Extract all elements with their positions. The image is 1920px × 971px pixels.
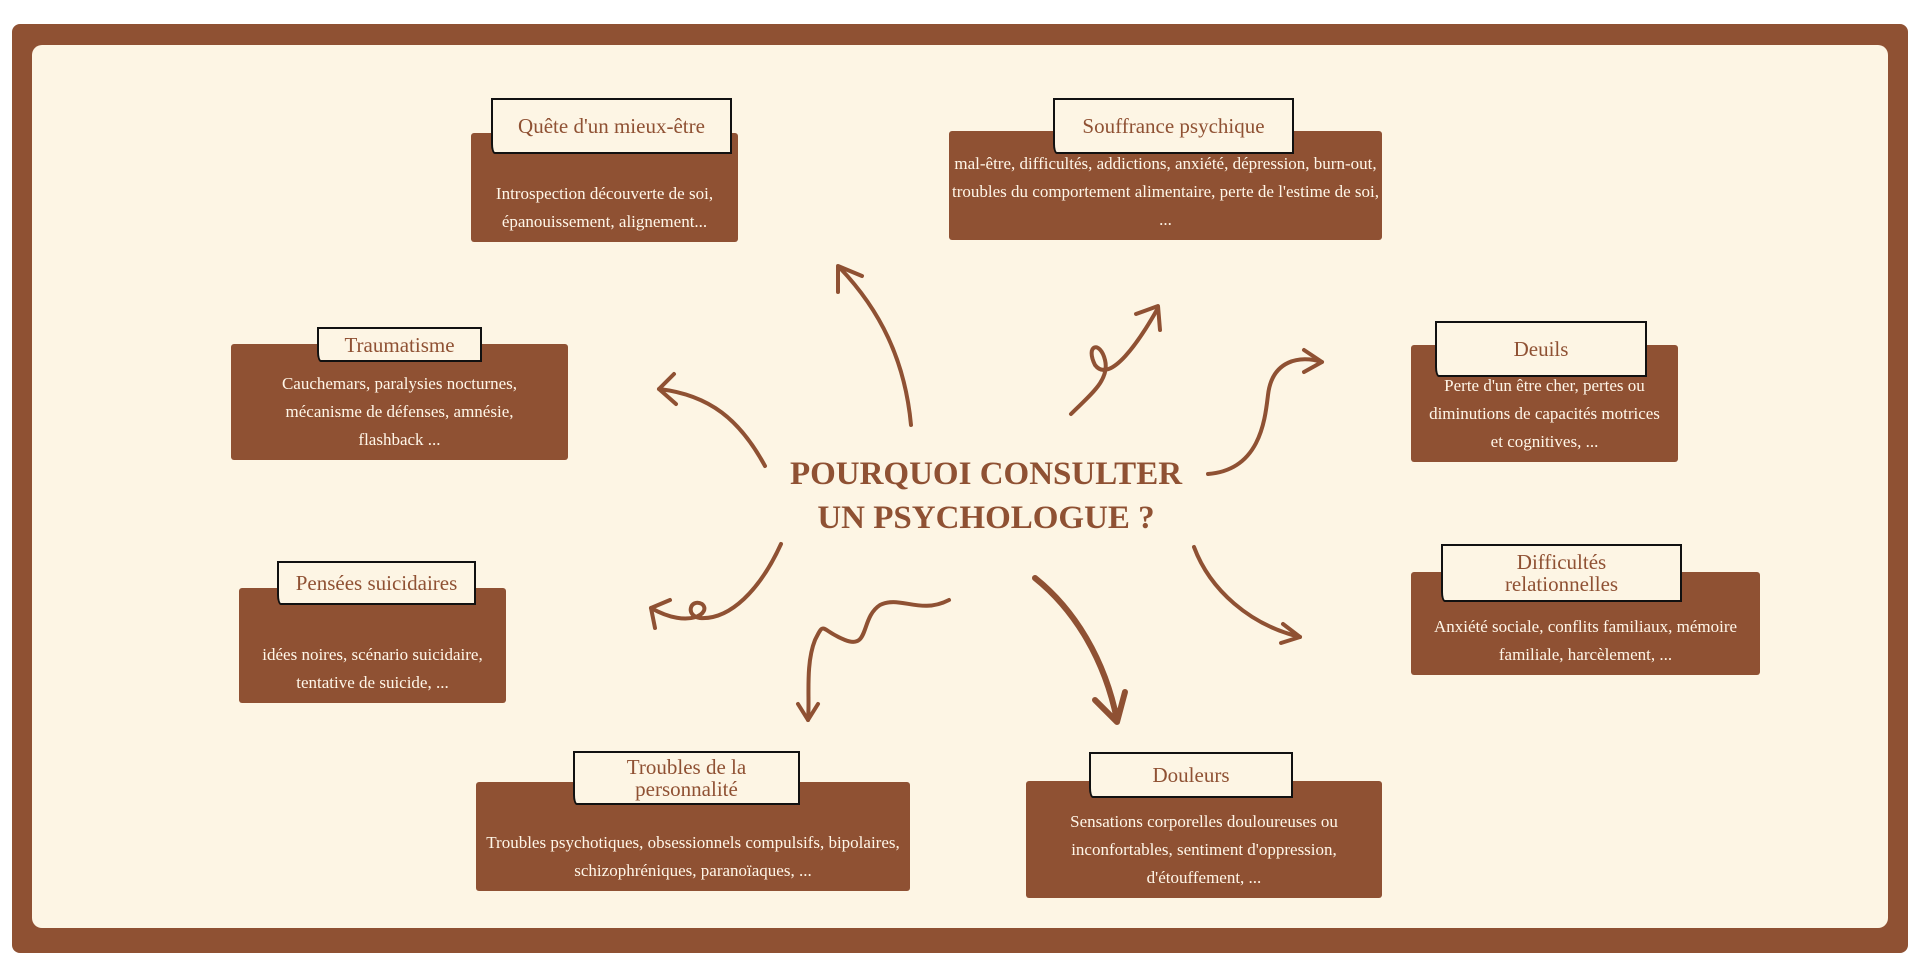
topic-douleurs-box: Sensations corporelles douloureuses ou i…	[1026, 781, 1382, 898]
topic-deuils-title: Deuils	[1435, 321, 1647, 377]
topic-difficultes-title: Difficultés relationnelles	[1441, 544, 1682, 602]
title-line-2: UN PSYCHOLOGUE ?	[817, 500, 1155, 536]
central-title: POURQUOI CONSULTER UN PSYCHOLOGUE ?	[736, 452, 1236, 540]
topic-text: Cauchemars, paralysies nocturnes, mécani…	[281, 374, 518, 449]
arrow-to-difficultes	[1192, 545, 1302, 645]
topic-traumatisme-title: Traumatisme	[317, 327, 482, 362]
topic-text: Sensations corporelles douloureuses ou i…	[1070, 812, 1338, 887]
arrow-to-traumatisme	[657, 372, 767, 468]
arrow-to-souffrance	[1069, 304, 1162, 416]
arrow-to-pensees	[649, 542, 783, 630]
topic-text: Anxiété sociale, conflits familiaux, mém…	[1433, 617, 1738, 664]
arrow-to-quete	[836, 264, 913, 427]
topic-pensees-title: Pensées suicidaires	[277, 561, 476, 605]
topic-quete-title: Quête d'un mieux-être	[491, 98, 732, 154]
topic-text: Introspection découverte de soi, épanoui…	[495, 184, 714, 231]
topic-souffrance-title: Souffrance psychique	[1053, 98, 1294, 154]
topic-troubles-title: Troubles de la personnalité	[573, 751, 800, 805]
title-line-1: POURQUOI CONSULTER	[789, 456, 1183, 492]
topic-text: Perte d'un être cher, pertes ou diminuti…	[1429, 376, 1660, 451]
arrow-to-douleurs	[1032, 575, 1128, 725]
topic-traumatisme-box: Cauchemars, paralysies nocturnes, mécani…	[231, 344, 568, 460]
arrow-to-deuils	[1206, 348, 1324, 476]
arrow-to-troubles	[796, 598, 951, 722]
topic-text: Troubles psychotiques, obsessionnels com…	[486, 833, 900, 880]
topic-pensees-box: idées noires, scénario suicidaire, tenta…	[239, 588, 506, 703]
topic-douleurs-title: Douleurs	[1089, 752, 1293, 798]
topic-text: mal-être, difficultés, addictions, anxié…	[952, 154, 1379, 229]
topic-text: idées noires, scénario suicidaire, tenta…	[262, 645, 483, 692]
